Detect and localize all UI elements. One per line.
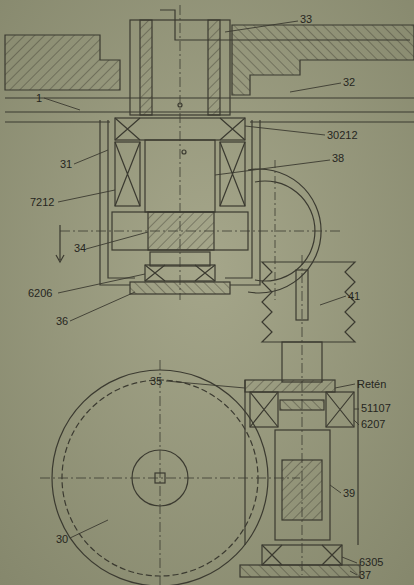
callout-number: 34 <box>74 242 86 255</box>
callout-number: 35 <box>150 375 162 388</box>
callout-number: 30212 <box>327 129 358 142</box>
callout-number: 36 <box>56 315 68 328</box>
callout-number: 37 <box>359 569 371 582</box>
callout-number: 6207 <box>361 418 385 431</box>
callout-number: 41 <box>348 290 360 303</box>
callout-number: 51107 <box>361 402 391 415</box>
callout-number: 31 <box>60 158 72 171</box>
callout-number: 33 <box>300 13 312 26</box>
callout-number: 32 <box>343 76 355 89</box>
callout-number: 6305 <box>359 556 383 569</box>
callout-number: 38 <box>332 152 344 165</box>
callout-number: 7212 <box>30 196 54 209</box>
callout-number: Retén <box>357 378 386 391</box>
callout-number: 6206 <box>28 287 52 300</box>
callout-number: 30 <box>56 533 68 546</box>
callout-number: 39 <box>343 487 355 500</box>
callout-number: 1 <box>36 92 42 105</box>
